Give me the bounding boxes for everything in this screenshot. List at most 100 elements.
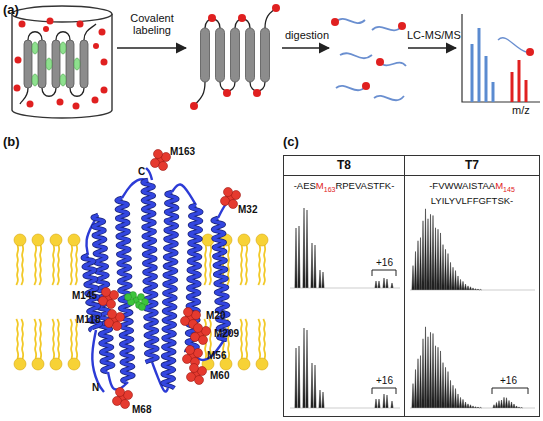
lipid-tail	[16, 319, 18, 359]
label-site	[331, 18, 339, 26]
mass-shift-label: +16	[376, 257, 393, 268]
lipid-site	[60, 42, 66, 54]
lipid-tail	[258, 245, 260, 285]
methionine-sphere	[162, 153, 171, 162]
label-site	[272, 4, 280, 12]
labeling-reagent	[14, 18, 108, 110]
lipid-head	[14, 358, 26, 370]
lipid-tail	[240, 245, 242, 285]
sample-vial	[12, 6, 112, 118]
step-label: Covalent labeling	[120, 12, 184, 36]
protein-loop	[28, 32, 42, 40]
label-site	[526, 48, 534, 56]
transmembrane-helix	[216, 28, 225, 82]
peptide-fragment	[372, 26, 402, 30]
lipid-tail	[21, 245, 23, 285]
labeled-peak	[512, 60, 526, 102]
methionine-sphere	[187, 373, 196, 382]
labeling-reagent	[15, 57, 22, 64]
transmembrane-helix	[24, 40, 88, 88]
spectrum-axis	[462, 14, 540, 102]
labeling-reagent	[47, 18, 54, 25]
transmembrane-helix	[231, 28, 240, 82]
methionine-sphere	[192, 311, 201, 320]
labeling-reagent	[14, 85, 21, 92]
methionine-sphere	[224, 188, 233, 197]
lipid-site	[32, 42, 38, 54]
sample-vial	[12, 6, 112, 22]
methionine-sphere	[194, 349, 203, 358]
methionine-sphere	[99, 297, 108, 306]
methionine-sphere	[198, 367, 207, 376]
ribbon-helix	[117, 198, 133, 382]
axis-label: m/z	[512, 104, 530, 116]
methionine-sphere	[116, 313, 125, 322]
methionine-sphere	[194, 324, 203, 333]
label-site	[190, 102, 198, 110]
ribbon-helix	[213, 218, 229, 340]
ligand-sphere	[125, 294, 132, 301]
labeling-reagent	[93, 43, 99, 49]
mass-shift-bracket	[372, 270, 396, 276]
spectrum-axis	[462, 14, 540, 102]
lipid-tail	[245, 245, 247, 285]
lipid-bilayer	[14, 234, 268, 370]
lipid-head	[50, 234, 62, 246]
lipid-tail	[34, 319, 36, 359]
lipid-tail	[245, 319, 247, 359]
lipid-tail	[57, 245, 59, 285]
lipid-head	[238, 358, 250, 370]
sequence-part: -FVWWAISTAA	[429, 180, 495, 191]
ribbon-helix	[213, 218, 229, 340]
lipid-site	[32, 74, 38, 86]
residue-label: M60	[210, 370, 229, 381]
labeled-peak	[525, 80, 528, 102]
protein-loop	[42, 88, 56, 96]
methionine-sphere	[113, 397, 122, 406]
residue-label: M209	[214, 328, 239, 339]
lipid-tail	[70, 319, 72, 359]
mass-shift-label: +16	[500, 375, 517, 386]
unlabeled-peak	[472, 28, 493, 102]
lipid-tail	[263, 319, 265, 359]
methionine-sphere	[113, 322, 122, 331]
lipid-head	[32, 358, 44, 370]
labeling-reagent	[101, 87, 108, 94]
labeling-reagent	[92, 97, 99, 104]
label-site	[362, 82, 370, 90]
residue-label: M145	[72, 290, 97, 301]
panel-label: (b)	[3, 134, 20, 149]
labeled-residue: M163	[316, 180, 336, 191]
lipid-tail	[263, 245, 265, 285]
mass-spectrum	[290, 208, 535, 408]
peptide-fragment	[498, 38, 526, 52]
methionine-sphere	[184, 308, 193, 317]
residue-label: M32	[238, 204, 257, 215]
lipid-tail	[39, 319, 41, 359]
process-arrow	[117, 48, 456, 49]
column-heading: T7	[405, 156, 539, 176]
methionine-sphere	[221, 197, 230, 206]
lipid-head	[68, 234, 80, 246]
protein-loop	[56, 32, 70, 40]
mass-shift-bracket	[492, 388, 528, 394]
spectrum-baseline	[290, 408, 400, 409]
lipid-head	[14, 234, 26, 246]
labeling-reagent	[57, 99, 64, 106]
residue-label: M20	[206, 310, 225, 321]
process-arrow	[408, 47, 456, 49]
column-heading: T8	[284, 156, 404, 176]
lipid-site	[32, 42, 80, 86]
protein-ribbon	[83, 168, 236, 392]
process-arrow	[282, 47, 329, 49]
spectrum-peak	[493, 397, 523, 408]
mass-shift-bracket	[372, 388, 396, 394]
lipid-head	[50, 358, 62, 370]
peptide-fragment	[336, 19, 406, 100]
methionine-sphere	[105, 319, 114, 328]
sample-vial	[12, 14, 112, 118]
labeling-reagent	[101, 59, 108, 66]
lipid-tail	[75, 245, 77, 285]
label-site	[208, 14, 216, 22]
